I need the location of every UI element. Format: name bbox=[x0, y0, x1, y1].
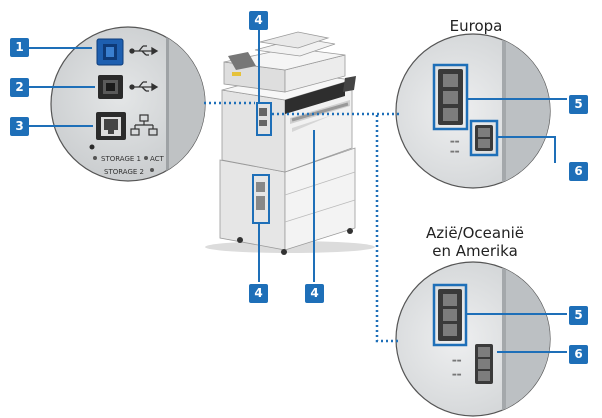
asia-oceania-label: Azië/Oceanië bbox=[426, 224, 524, 242]
callout-4-right: 4 bbox=[305, 284, 324, 303]
storage2-text: STORAGE 2 bbox=[104, 168, 144, 176]
lan-port bbox=[96, 112, 126, 140]
usb-symbol-icon bbox=[129, 81, 159, 92]
callout-6-europe: 6 bbox=[569, 162, 588, 181]
america-label: en Amerika bbox=[432, 242, 518, 260]
svg-text:▬▬: ▬▬ bbox=[452, 372, 462, 378]
printer-illustration bbox=[205, 31, 375, 255]
storage1-text: STORAGE 1 bbox=[101, 155, 141, 163]
callout-3: 3 bbox=[10, 117, 29, 136]
europe-fax-jacks bbox=[475, 125, 493, 151]
left-port-closeup: STORAGE 1 ACT STORAGE 2 bbox=[50, 26, 206, 182]
lan-symbol-icon bbox=[130, 114, 158, 136]
asia-line-jacks bbox=[438, 289, 462, 341]
callout-5-asia: 5 bbox=[569, 306, 588, 325]
leader-lines bbox=[29, 29, 567, 353]
usb-symbol-icon bbox=[129, 45, 159, 56]
callout-6-asia: 6 bbox=[569, 345, 588, 364]
asia-fax-jacks bbox=[475, 344, 493, 384]
callout-2: 2 bbox=[10, 78, 29, 97]
callout-4-left: 4 bbox=[249, 284, 268, 303]
svg-text:▬▬: ▬▬ bbox=[450, 139, 460, 145]
usb-a-port bbox=[96, 38, 124, 66]
dotted-connectors bbox=[204, 101, 400, 343]
act-text: ACT bbox=[150, 155, 165, 163]
callout-1: 1 bbox=[10, 38, 29, 57]
europe-label: Europa bbox=[449, 17, 503, 35]
europe-port-closeup: ▬▬ ▬▬ bbox=[395, 33, 551, 189]
europe-line-jacks bbox=[438, 69, 463, 125]
svg-text:▬▬: ▬▬ bbox=[452, 358, 462, 364]
callout-4-top: 4 bbox=[249, 11, 268, 30]
callout-5-europe: 5 bbox=[569, 95, 588, 114]
usb-b-port bbox=[98, 75, 123, 99]
asia-america-port-closeup: ▬▬ ▬▬ bbox=[395, 261, 551, 417]
svg-text:▬▬: ▬▬ bbox=[450, 149, 460, 155]
